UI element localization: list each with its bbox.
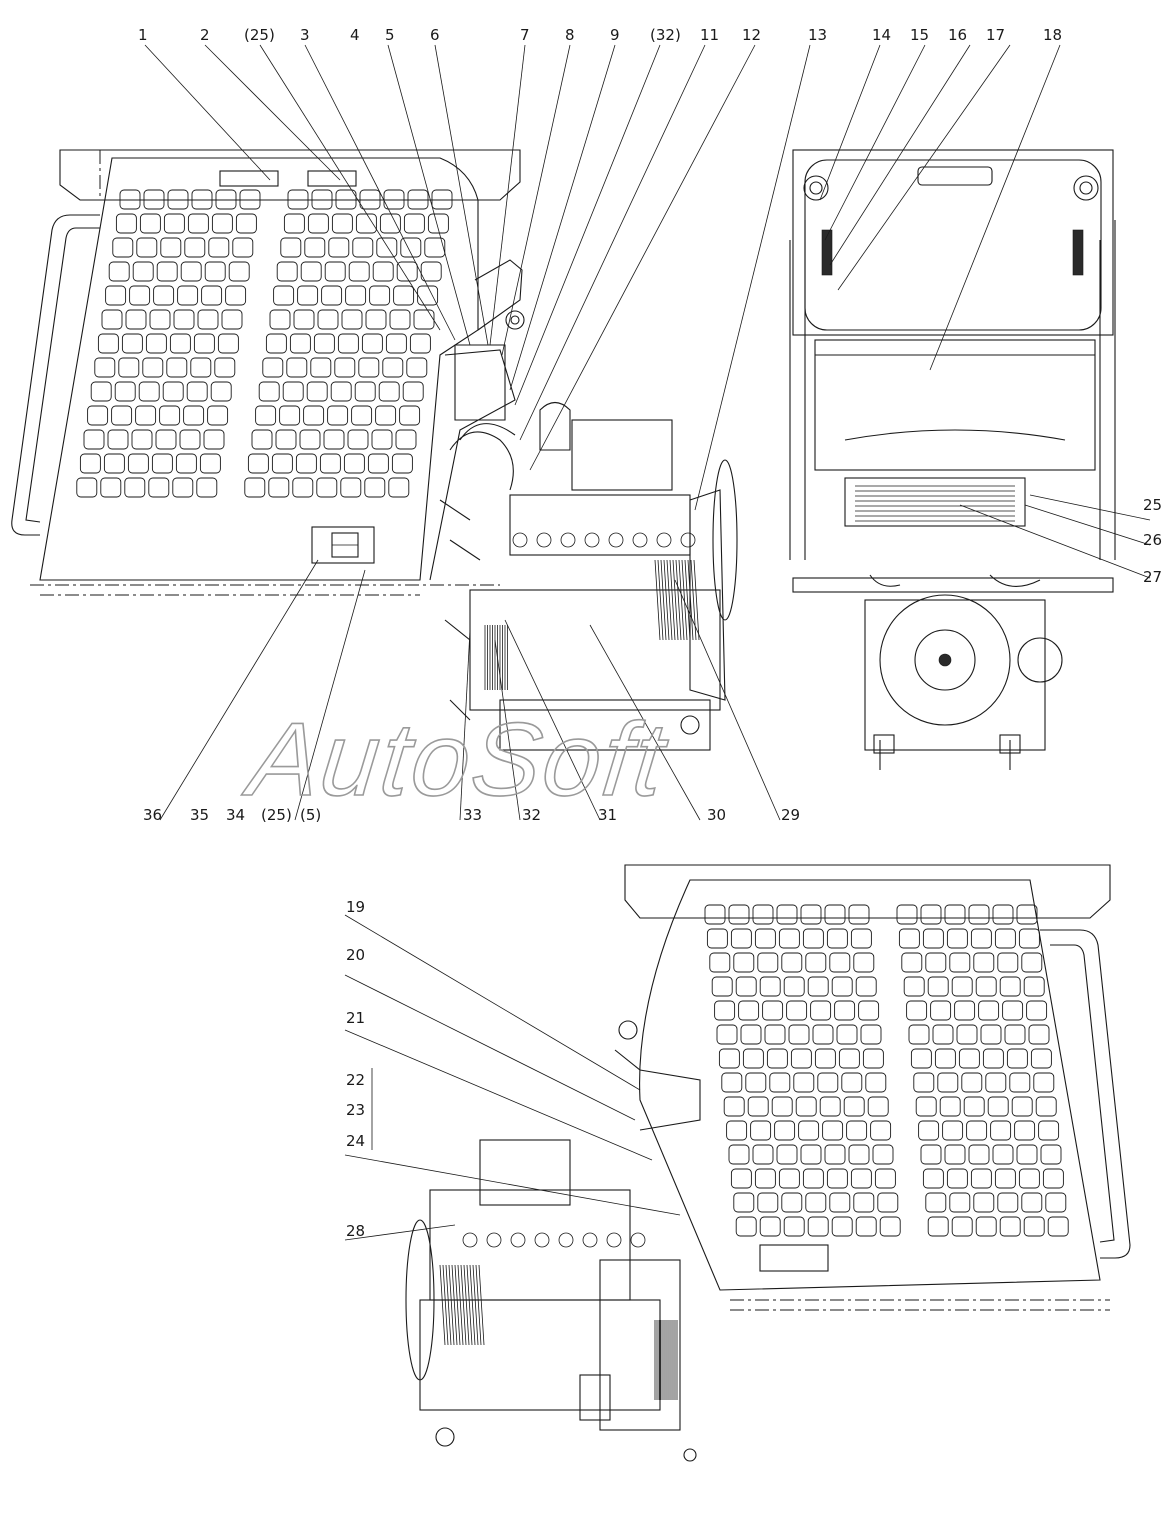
callout-32b: 32 — [522, 806, 541, 824]
callout-13: 13 — [808, 26, 827, 44]
callout-18: 18 — [1043, 26, 1062, 44]
callout-30: 30 — [707, 806, 726, 824]
callout-14: 14 — [872, 26, 891, 44]
callout-23: 23 — [346, 1101, 365, 1119]
callout-17: 17 — [986, 26, 1005, 44]
top-center-engine-view — [429, 344, 738, 751]
callout-3: 3 — [300, 26, 310, 44]
callout-16: 16 — [948, 26, 967, 44]
callout-5: 5 — [385, 26, 395, 44]
callout-2: 2 — [200, 26, 210, 44]
callout-34: 34 — [226, 806, 245, 824]
callout-7: 7 — [520, 26, 530, 44]
callout-25a: (25) — [244, 26, 275, 44]
guard-grid-left — [76, 189, 453, 498]
callout-8: 8 — [565, 26, 575, 44]
callout-31: 31 — [598, 806, 617, 824]
callout-11: 11 — [700, 26, 719, 44]
callout-33: 33 — [463, 806, 482, 824]
callout-32a: (32) — [650, 26, 681, 44]
callout-15: 15 — [910, 26, 929, 44]
callout-5b: (5) — [300, 806, 321, 824]
callout-27: 27 — [1143, 568, 1162, 586]
leader-lines — [144, 44, 1151, 1241]
engine-detail-bottom — [439, 1232, 678, 1400]
callout-6: 6 — [430, 26, 440, 44]
callout-21: 21 — [346, 1009, 365, 1027]
callout-19: 19 — [346, 898, 365, 916]
callout-12: 12 — [742, 26, 761, 44]
callout-20: 20 — [346, 946, 365, 964]
watermark: AutoSoft — [238, 702, 673, 818]
callout-28: 28 — [346, 1222, 365, 1240]
engine-detail-top — [484, 532, 700, 690]
callout-4: 4 — [350, 26, 360, 44]
top-left-guard-view — [11, 149, 525, 596]
callout-35: 35 — [190, 806, 209, 824]
guard-grid-right — [704, 904, 1069, 1237]
callout-24: 24 — [346, 1132, 365, 1150]
callout-36: 36 — [143, 806, 162, 824]
callout-9: 9 — [610, 26, 620, 44]
callout-25b: 25 — [1143, 496, 1162, 514]
callout-22: 22 — [346, 1071, 365, 1089]
callout-29: 29 — [781, 806, 800, 824]
top-right-rear-view — [789, 149, 1116, 770]
callout-labels: 1 2 (25) 3 4 5 6 7 8 9 (32) 11 12 13 14 … — [138, 26, 1162, 1240]
callout-26: 26 — [1143, 531, 1162, 549]
callout-1: 1 — [138, 26, 148, 44]
bottom-assembly-view — [405, 864, 1131, 1462]
louver-vent — [855, 485, 1015, 522]
callout-25c: (25) — [261, 806, 292, 824]
